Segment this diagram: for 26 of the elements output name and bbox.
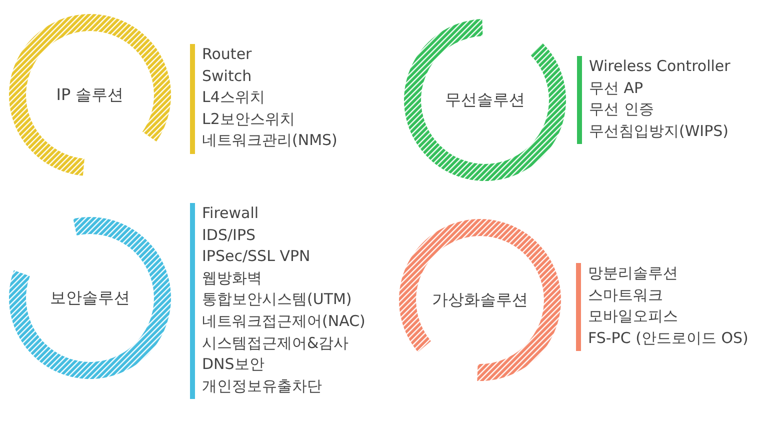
list-item: L2보안스위치: [202, 108, 296, 130]
list-item: IPSec/SSL VPN: [202, 246, 312, 268]
list-item: 통합보안시스템(UTM): [202, 289, 353, 310]
list-item: Switch: [202, 66, 253, 87]
list-item: 망분리솔루션: [588, 263, 679, 284]
list-item: 개인정보유출차단: [202, 376, 323, 397]
list-item: IDS/IPS: [202, 224, 257, 246]
ring-title: 가상화솔루션: [431, 289, 529, 311]
list-item: Wireless Controller: [589, 56, 730, 77]
list-item: 네트워크관리(NMS): [202, 130, 338, 152]
ring-title: 보안솔루션: [49, 287, 131, 309]
list-item: 무선 인증: [589, 99, 655, 120]
list-item: 무선 AP: [589, 78, 644, 99]
list-item: FS-PC (안드로이드 OS): [588, 328, 748, 349]
list-item: Firewall: [202, 203, 260, 224]
list-item: DNS보안: [202, 354, 266, 376]
ring-title: 무선솔루션: [444, 89, 526, 111]
list-item: 시스템접근제어&감사: [202, 332, 350, 354]
list-item: 네트워크접근제어(NAC): [202, 310, 366, 332]
list-item: 웹방화벽: [202, 268, 263, 289]
ring-title: IP 솔루션: [55, 84, 125, 106]
list-item: 무선침입방지(WIPS): [589, 120, 730, 142]
list-item: L4스위치: [202, 87, 266, 108]
list-item: Router: [202, 44, 253, 65]
list-item: 모바일오피스: [588, 306, 679, 328]
list-item: 스마트워크: [588, 284, 664, 306]
